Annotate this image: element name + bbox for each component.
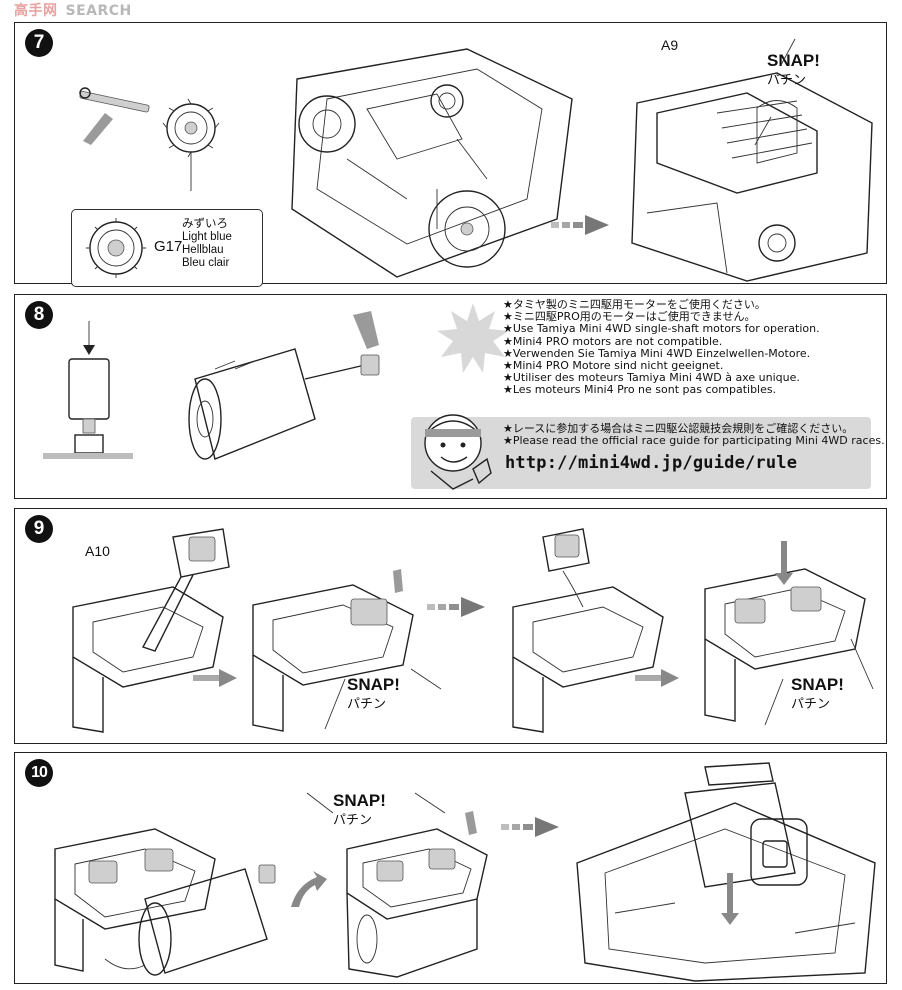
motor-cover-open-illustration xyxy=(72,528,230,733)
snap-line xyxy=(754,38,796,146)
step-8-panel: 8 ★タミヤ製のミニ四駆用モーターをご使用ください。 ★ミニ四駆PRO用のモータ… xyxy=(14,294,887,499)
motor-notes: ★タミヤ製のミニ四駆用モーターをご使用ください。 ★ミニ四駆PRO用のモーターは… xyxy=(503,298,820,397)
snap-text-jp: パチン xyxy=(333,813,373,828)
motor-cover-tilt-illustration xyxy=(512,528,664,733)
next-arrow-icon xyxy=(635,669,679,687)
motor-note: ★Mini4 PRO motors are not compatible. xyxy=(503,334,723,348)
motor-insert-illustration xyxy=(54,828,276,976)
gear-code: G17 xyxy=(154,238,183,255)
next-arrow-icon xyxy=(551,215,609,235)
snap-label-step9-a: SNAP! パチン xyxy=(347,675,400,715)
motor-note: ★Les moteurs Mini4 Pro ne sont pas compa… xyxy=(503,383,777,397)
race-note: ★Please read the official race guide for… xyxy=(503,434,885,448)
step-7-panel: 7 G17 みずいろ Light blue Hellblau Bleu clai… xyxy=(14,22,887,287)
motor-pinion-illustration xyxy=(188,311,380,460)
next-arrow-icon xyxy=(427,597,485,617)
part-label-a9: A9 xyxy=(661,37,679,53)
step-8-badge: 8 xyxy=(25,301,53,329)
snap-text: SNAP! xyxy=(347,675,400,694)
snap-text-jp: パチン xyxy=(347,697,387,712)
snap-label-step7: SNAP! パチン xyxy=(767,51,820,91)
step-9-badge: 9 xyxy=(25,515,53,543)
watermark-text: SEARCH xyxy=(65,3,132,19)
chassis-motor-illustration xyxy=(576,762,876,982)
motor-installed-illustration xyxy=(346,811,488,978)
snap-text: SNAP! xyxy=(333,791,386,810)
snap-line xyxy=(764,638,874,726)
gear-color-names: みずいろ Light blue Hellblau Bleu clair xyxy=(182,218,232,270)
a9-assembly-illustration xyxy=(631,72,873,282)
motor-cover-final-illustration xyxy=(704,541,866,722)
watermark: 高手网 SEARCH xyxy=(0,0,132,26)
step-9-panel: 9 A10 SNAP! パチン xyxy=(14,508,887,744)
race-guide-url[interactable]: http://mini4wd.jp/guide/rule xyxy=(505,453,798,473)
motor-note: ★Use Tamiya Mini 4WD single-shaft motors… xyxy=(503,322,820,336)
insert-arrow-icon xyxy=(83,113,113,145)
snap-text: SNAP! xyxy=(767,51,820,70)
color-name-de: Hellblau xyxy=(182,244,224,256)
color-name-jp: みずいろ xyxy=(182,218,228,230)
race-notes: ★レースに参加する場合はミニ四駆公認競技会規則をご確認ください。 ★Please… xyxy=(503,422,885,448)
next-arrow-icon xyxy=(193,669,237,687)
motor-note: ★ミニ四駆PRO用のモーターはご使用できません。 xyxy=(503,310,756,324)
snap-text: SNAP! xyxy=(791,675,844,694)
gear-g17-icon xyxy=(86,218,146,278)
step-7-badge: 7 xyxy=(25,29,53,57)
color-name-en: Light blue xyxy=(182,231,232,243)
snap-line xyxy=(306,792,446,814)
snap-text-jp: パチン xyxy=(767,73,807,88)
pinion-press-illustration xyxy=(43,321,133,459)
snap-label-step9-b: SNAP! パチン xyxy=(791,675,844,715)
motor-note: ★Verwenden Sie Tamiya Mini 4WD Einzelwel… xyxy=(503,346,811,360)
watermark-cjk: 高手网 xyxy=(14,3,58,19)
part-label-a10: A10 xyxy=(85,543,110,559)
chassis-gear-illustration xyxy=(291,48,573,278)
race-guide-box xyxy=(411,417,871,489)
motor-note: ★Utiliser des moteurs Tamiya Mini 4WD à … xyxy=(503,371,800,385)
next-arrow-icon xyxy=(291,871,327,907)
axle-gear-illustration xyxy=(79,87,220,191)
gear-legend: G17 みずいろ Light blue Hellblau Bleu clair xyxy=(71,209,263,287)
next-arrow-icon xyxy=(501,817,559,837)
motor-cover-closed-illustration xyxy=(252,569,414,732)
step-10-panel: 10 SNAP! パチン xyxy=(14,752,887,984)
snap-line xyxy=(324,668,442,730)
starburst-icon xyxy=(437,303,509,373)
motor-note: ★タミヤ製のミニ四駆用モーターをご使用ください。 xyxy=(503,298,766,311)
racer-mascot-icon xyxy=(424,414,492,490)
race-note: ★レースに参加する場合はミニ四駆公認競技会規則をご確認ください。 xyxy=(503,422,854,435)
snap-text-jp: パチン xyxy=(791,697,831,712)
color-name-fr: Bleu clair xyxy=(182,257,230,269)
motor-note: ★Mini4 PRO Motore sind nicht geeignet. xyxy=(503,359,724,373)
snap-label-step10: SNAP! パチン xyxy=(333,791,386,831)
step-10-badge: 10 xyxy=(25,759,53,787)
